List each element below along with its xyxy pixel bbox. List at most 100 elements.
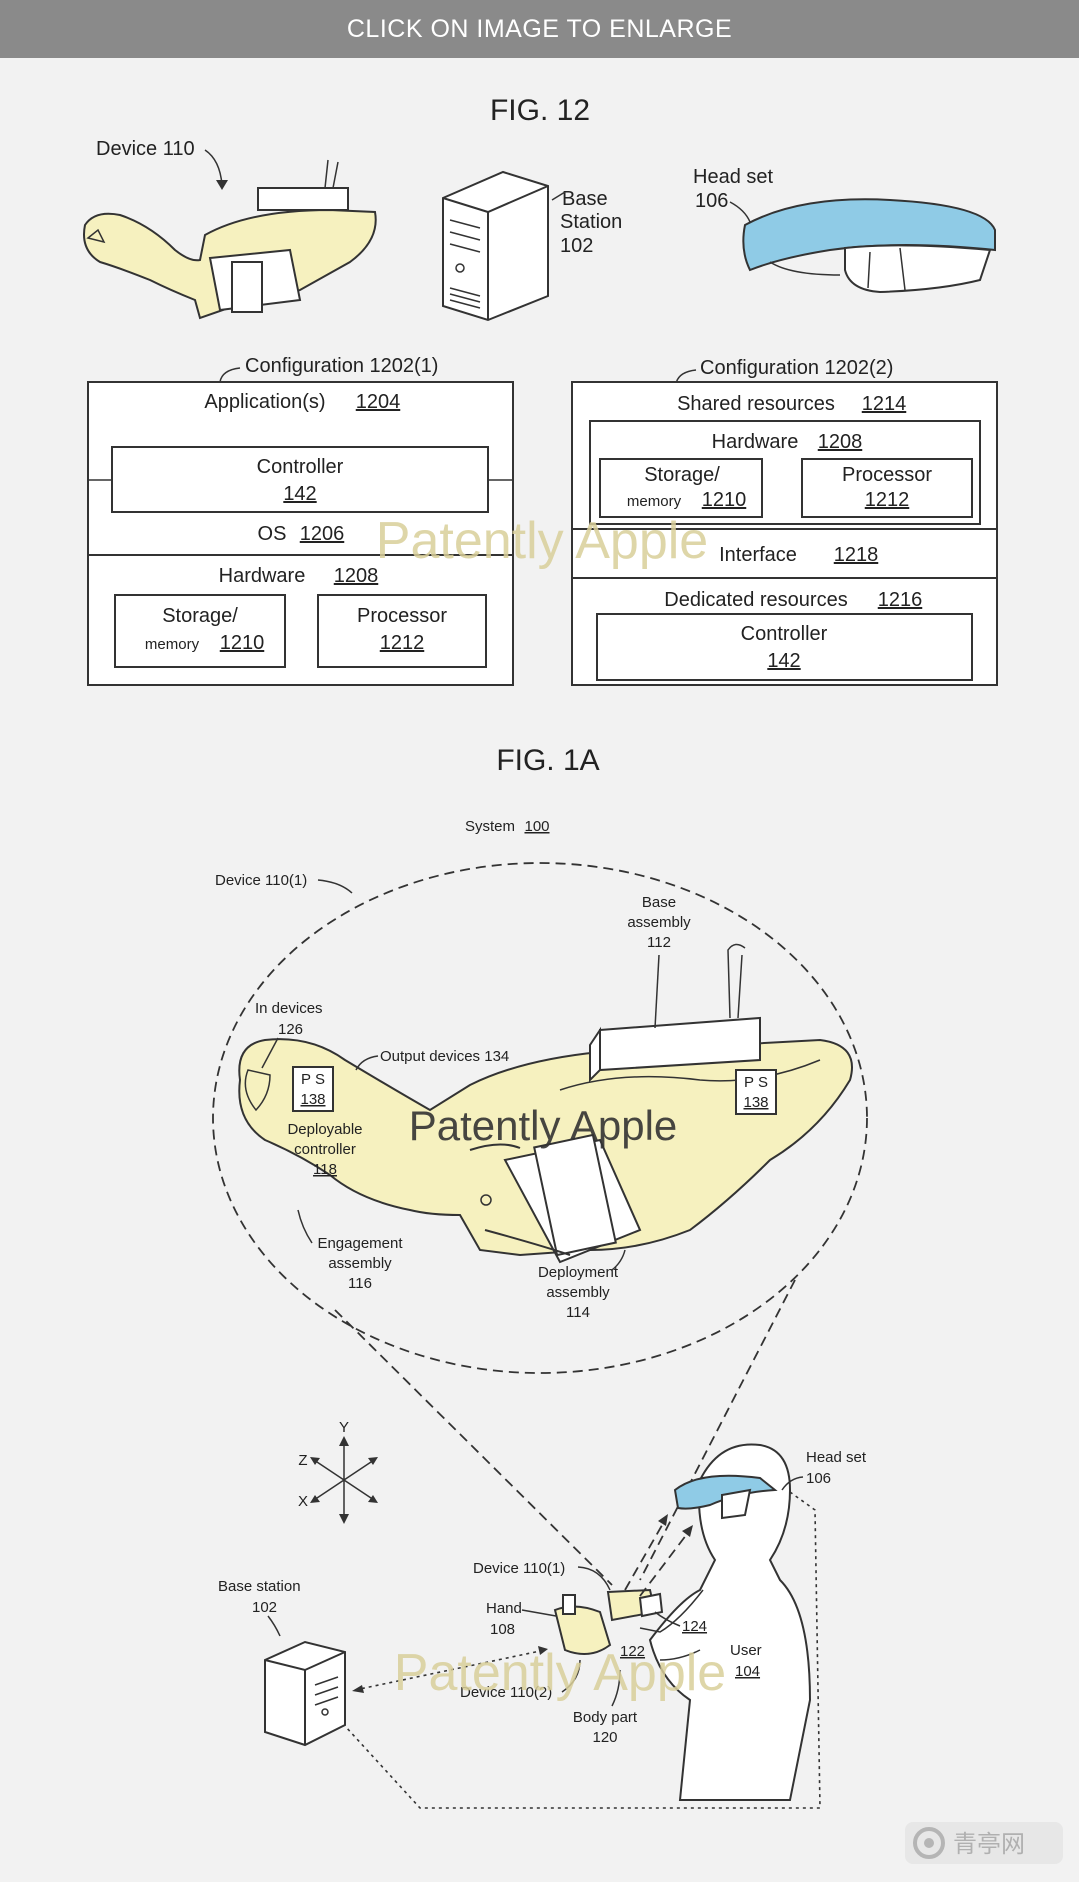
patent-drawing[interactable]: FIG. 12 Device 110 Base Station 102 Head… [0,58,1079,1882]
config1-apps: Application(s) [204,391,325,413]
config1-controller-num: 142 [283,483,316,505]
fig1a-deployable-1: Deployable [287,1121,362,1138]
axis-indicator [310,1436,378,1524]
fig1a-user: User [730,1642,762,1659]
fig1a-hand-num: 108 [490,1621,515,1638]
device-leader-line [204,149,223,186]
fig1a-body-part: Body part [573,1709,638,1726]
fig1a-base-assembly-1: Base [642,894,676,911]
fig1a-device1-lower: Device 110(1) [473,1560,565,1577]
output-devices-leader [355,1055,379,1071]
config1-storage-1: Storage/ [162,605,238,627]
config1-controller: Controller [257,456,344,478]
base-station-leader-lower [267,1615,281,1637]
config2-controller: Controller [741,623,828,645]
hand-leader [521,1609,557,1617]
headset-base-connection [344,1491,821,1809]
config2-processor: Processor [842,464,932,486]
config1-label: Configuration 1202(1) [245,355,438,377]
config2-shared-num: 1214 [862,393,907,415]
config1-hardware: Hardware [219,565,306,587]
fig1a-engagement-num: 116 [348,1275,372,1292]
magnified-view-ellipse [212,862,868,1374]
fig1a-ps-left: P S [301,1071,325,1088]
watermark-bottom: Patently Apple [394,1644,726,1702]
fig12-headset-num: 106 [695,190,728,212]
config2-controller-num: 142 [767,650,800,672]
device-leader-arrow [216,180,228,190]
fig1a-deployment-1: Deployment [538,1264,619,1281]
fig1a-device2: Device 110(2) [460,1684,552,1701]
fig12-headset-icon [742,198,996,294]
fig1a-device-illustration [238,943,853,1264]
config1-storage-2: memory [145,636,200,653]
small-devices [553,1588,664,1655]
fig1a-system: System [465,818,515,835]
fig12-base-station-num: 102 [560,235,593,257]
watermark-top: Patently Apple [376,512,708,570]
fig12-base-station-icon [442,170,549,322]
fig12-device-label: Device 110 [96,138,195,160]
fig1a-hand: Hand [486,1600,522,1617]
user-illustration [639,1443,812,1801]
config2-hardware-num: 1208 [818,431,863,453]
fig1a-device1: Device 110(1) [215,872,307,889]
base-to-device-link [354,1649,546,1691]
config1-os: OS [258,523,287,545]
fig12-headset-label: Head set [693,166,773,188]
fig1a-deployable-num: 118 [313,1161,337,1178]
watermark-middle: Patently Apple [409,1102,678,1149]
config2-interface-num: 1218 [834,544,879,566]
config1-storage-num: 1210 [220,632,265,654]
config2-storage-box [599,458,763,518]
fig1a-engagement-1: Engagement [317,1235,403,1252]
device-to-headset-link [624,1519,666,1591]
in-devices-leader [261,1037,279,1069]
config2-controller-box [596,613,973,681]
fig1a-headset: Head set [806,1449,867,1466]
enlarge-banner[interactable]: CLICK ON IMAGE TO ENLARGE [0,0,1079,58]
fig1a-ps-right-num: 138 [743,1094,768,1111]
config2-processor-box [801,458,973,518]
fig1a-base-station-num: 102 [252,1599,277,1616]
site-logo: 青亭网 [905,1818,1065,1868]
fig1a-deployable-2: controller [294,1141,356,1158]
config1-processor-box [317,594,487,668]
fig1a-base-assembly-num: 112 [647,934,671,951]
config2-shared: Shared resources [677,393,835,415]
config2-storage-1: Storage/ [644,464,720,486]
fig1a-title: FIG. 1A [496,744,599,777]
config2-dedicated-num: 1216 [878,589,923,611]
fig1a-system-num: 100 [524,818,549,835]
fig1a-num-124: 124 [682,1618,707,1635]
fig1a-base-station: Base station [218,1578,301,1595]
config1-storage-box [114,594,286,668]
fig1a-body-part-num: 120 [592,1729,617,1746]
device1-lower-leader [577,1566,611,1591]
fig1a-in-devices-num: 126 [278,1021,303,1038]
deployment-leader [611,1249,626,1271]
fig1a-deployment-2: assembly [546,1284,610,1301]
config1-processor: Processor [357,605,447,627]
axis-z-label: Z [298,1452,307,1469]
projection-line-right [639,1279,796,1581]
fig1a-deployment-num: 114 [566,1304,590,1321]
fig12-title: FIG. 12 [490,94,590,127]
device-to-headset-link-2 [639,1529,691,1597]
body-part-leader [611,1669,621,1707]
engagement-leader [297,1209,313,1244]
config2-storage-2: memory [627,493,682,510]
config1-leader [219,367,241,383]
fig1a-ps-left-num: 138 [300,1091,325,1108]
fig12-base-station-label-1: Base [562,188,608,210]
config1-hardware-num: 1208 [334,565,379,587]
config1-processor-num: 1212 [380,632,425,654]
projection-line-left [334,1309,613,1586]
fig1a-user-num: 104 [735,1663,760,1680]
config2-processor-num: 1212 [865,489,910,511]
fig12-base-station-label-2: Station [560,211,622,233]
fig1a-in-devices: In devices [255,1000,323,1017]
fig12-device-illustration [83,159,377,320]
ps-box-right [735,1069,777,1115]
fig1a-engagement-2: assembly [328,1255,392,1272]
